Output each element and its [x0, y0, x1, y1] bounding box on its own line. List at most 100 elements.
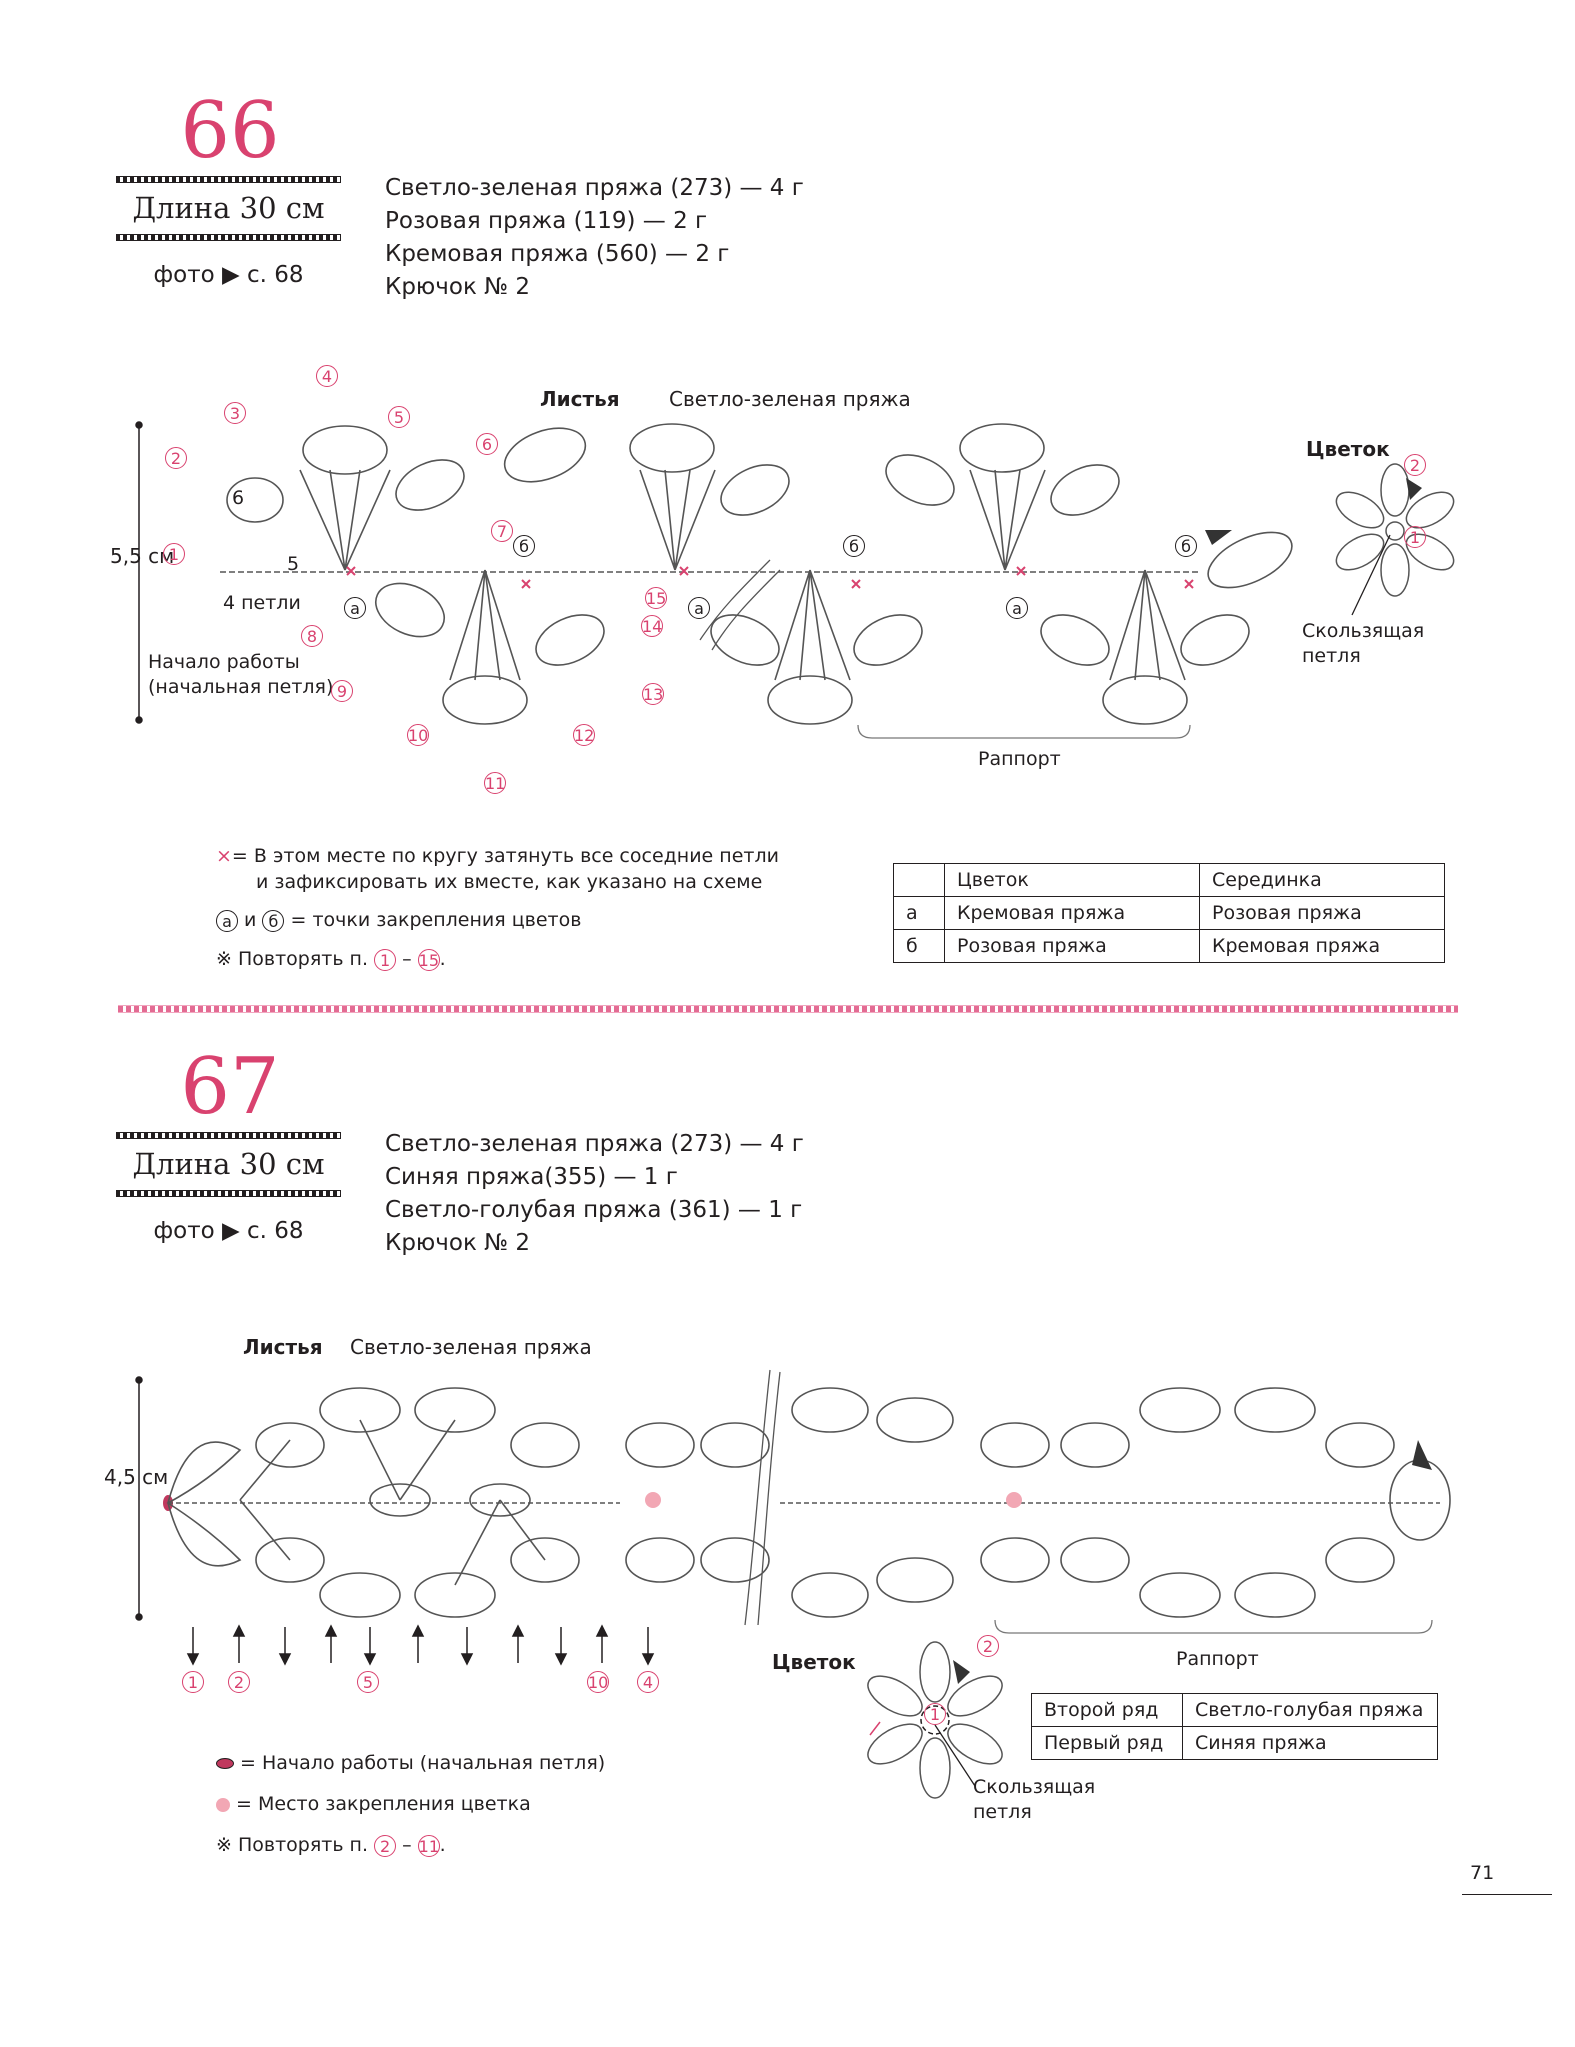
leaves-yarn: Светло-зеленая пряжа: [350, 1335, 592, 1359]
dotted-rule-top: [116, 176, 341, 183]
slip-loop-label: Скользящая: [1302, 620, 1425, 642]
row-number-6: 6: [476, 430, 498, 455]
repeat-dash: –: [402, 948, 412, 970]
legend-cross-text-2: и зафиксировать их вместе, как указано н…: [256, 871, 763, 893]
row-number-10: 10: [587, 1670, 609, 1693]
dotted-rule-bottom: [116, 234, 341, 241]
repeat-label: Раппорт: [1176, 1648, 1259, 1670]
height-label: 4,5 см: [104, 1465, 169, 1489]
repeat-dash: –: [402, 1834, 412, 1856]
leaves-title: Листья: [243, 1335, 323, 1359]
page-number: 71: [1470, 1862, 1495, 1884]
materials-list: Светло-зеленая пряжа (273) — 4 г Розовая…: [385, 172, 804, 304]
legend-repeat: ※ Повторять п. 2 – 11.: [216, 1832, 446, 1858]
chain-label: 4 петли: [223, 592, 301, 614]
flower-row-number-2: 2: [977, 1632, 999, 1657]
row-arrows: [186, 1624, 655, 1666]
repeat-from: 2: [374, 1834, 397, 1857]
legend-cross: ×= В этом месте по кругу затянуть все со…: [216, 843, 779, 895]
table-cell: Кремовая пряжа: [1199, 929, 1445, 963]
legend-attach-text: = Место закрепления цветка: [236, 1793, 531, 1815]
flower-row-number-1: 1: [924, 1700, 946, 1725]
repeat-end: .: [439, 948, 446, 970]
legend-repeat: ※ Повторять п. 1 – 15.: [216, 946, 446, 972]
attach-point-symbol: [216, 1797, 230, 1812]
row-number-2: 2: [165, 444, 187, 469]
row-number-1: 1: [163, 540, 185, 565]
table-row: Второй ряд Светло-голубая пряжа: [1031, 1693, 1438, 1727]
slip-loop-label: Скользящая: [973, 1776, 1096, 1798]
slip-loop-label-sub: петля: [973, 1801, 1032, 1823]
legend-repeat-text: ※ Повторять п.: [216, 948, 369, 970]
row-number-10: 10: [407, 723, 429, 746]
photo-reference: фото ▶ с. 68: [153, 1218, 304, 1244]
length-box: Длина 30 см: [116, 176, 341, 241]
flower-row-number-2: 2: [1404, 451, 1426, 476]
color-table-67: Второй ряд Светло-голубая пряжа Первый р…: [1031, 1693, 1438, 1760]
attach-point-a: а: [344, 594, 366, 619]
table-row: Первый ряд Синяя пряжа: [1031, 1726, 1438, 1760]
material-item: Кремовая пряжа (560) — 2 г: [385, 241, 730, 267]
dotted-rule-bottom: [116, 1190, 341, 1197]
attach-point-b: б: [1175, 532, 1197, 557]
legend-points: а и б = точки закрепления цветов: [216, 907, 581, 933]
repeat-to: 15: [417, 948, 440, 971]
photo-reference: фото ▶ с. 68: [153, 262, 304, 288]
repeat-from: 1: [374, 948, 397, 971]
row-number-15: 15: [645, 586, 667, 609]
material-item: Светло-зеленая пряжа (273) — 4 г: [385, 1131, 804, 1157]
length-label: Длина 30 см: [132, 1147, 325, 1181]
row-number-4: 4: [316, 362, 338, 387]
start-label: Начало работы: [148, 651, 300, 673]
pattern-number: 67: [180, 1042, 280, 1132]
legend-start: = Начало работы (начальная петля): [216, 1750, 605, 1776]
section-divider: [118, 1005, 1458, 1013]
row-number-2: 2: [228, 1668, 250, 1693]
repeat-label: Раппорт: [978, 748, 1061, 770]
point-b-symbol: б: [262, 909, 285, 932]
table-cell: Первый ряд: [1031, 1726, 1183, 1760]
table-cell: Второй ряд: [1031, 1693, 1183, 1727]
table-cell: Кремовая пряжа: [944, 896, 1200, 930]
repeat-to: 11: [417, 1834, 440, 1857]
table-cell: Серединка: [1199, 863, 1445, 897]
attach-point-a: а: [688, 594, 710, 619]
slip-loop-label-sub: петля: [1302, 645, 1361, 667]
flower-title: Цветок: [1306, 437, 1390, 461]
legend-attach: = Место закрепления цветка: [216, 1791, 531, 1817]
start-point-symbol: [216, 1758, 234, 1769]
row-number-5: 5: [357, 1668, 379, 1693]
table-row: а Кремовая пряжа Розовая пряжа: [893, 896, 1445, 930]
flower-title: Цветок: [772, 1650, 856, 1674]
table-header-row: Цветок Серединка: [893, 863, 1445, 897]
row-number-13: 13: [642, 682, 664, 705]
table-cell: Розовая пряжа: [944, 929, 1200, 963]
length-box: Длина 30 см: [116, 1132, 341, 1197]
flower-67-diagram: [867, 1641, 1003, 1799]
table-row: б Розовая пряжа Кремовая пряжа: [893, 929, 1445, 963]
leaves-title: Листья: [540, 387, 620, 411]
point-a-symbol: а: [216, 909, 238, 932]
attach-point-b: б: [843, 532, 865, 557]
legend-start-text: = Начало работы (начальная петля): [240, 1752, 606, 1774]
attach-point-a: а: [1006, 594, 1028, 619]
materials-list: Светло-зеленая пряжа (273) — 4 г Синяя п…: [385, 1128, 804, 1260]
table-cell: Цветок: [944, 863, 1200, 897]
material-item: Синяя пряжа(355) — 1 г: [385, 1164, 678, 1190]
row-number-3: 3: [224, 399, 246, 424]
start-label-sub: (начальная петля): [148, 676, 334, 698]
cross-point-marks: [346, 566, 1194, 589]
cross-symbol: ×: [216, 845, 232, 867]
legend-cross-text: = В этом месте по кругу затянуть все сос…: [231, 845, 779, 867]
leaves-yarn: Светло-зеленая пряжа: [669, 387, 911, 411]
row-number-12: 12: [573, 723, 595, 746]
material-item: Светло-голубая пряжа (361) — 1 г: [385, 1197, 803, 1223]
legend-and: и: [244, 909, 257, 931]
material-item: Розовая пряжа (119) — 2 г: [385, 208, 708, 234]
flower-row-number-1: 1: [1404, 523, 1426, 548]
row-number-7: 7: [491, 517, 513, 542]
pattern-number: 66: [180, 86, 280, 176]
inner-row-6: 6: [232, 487, 245, 509]
